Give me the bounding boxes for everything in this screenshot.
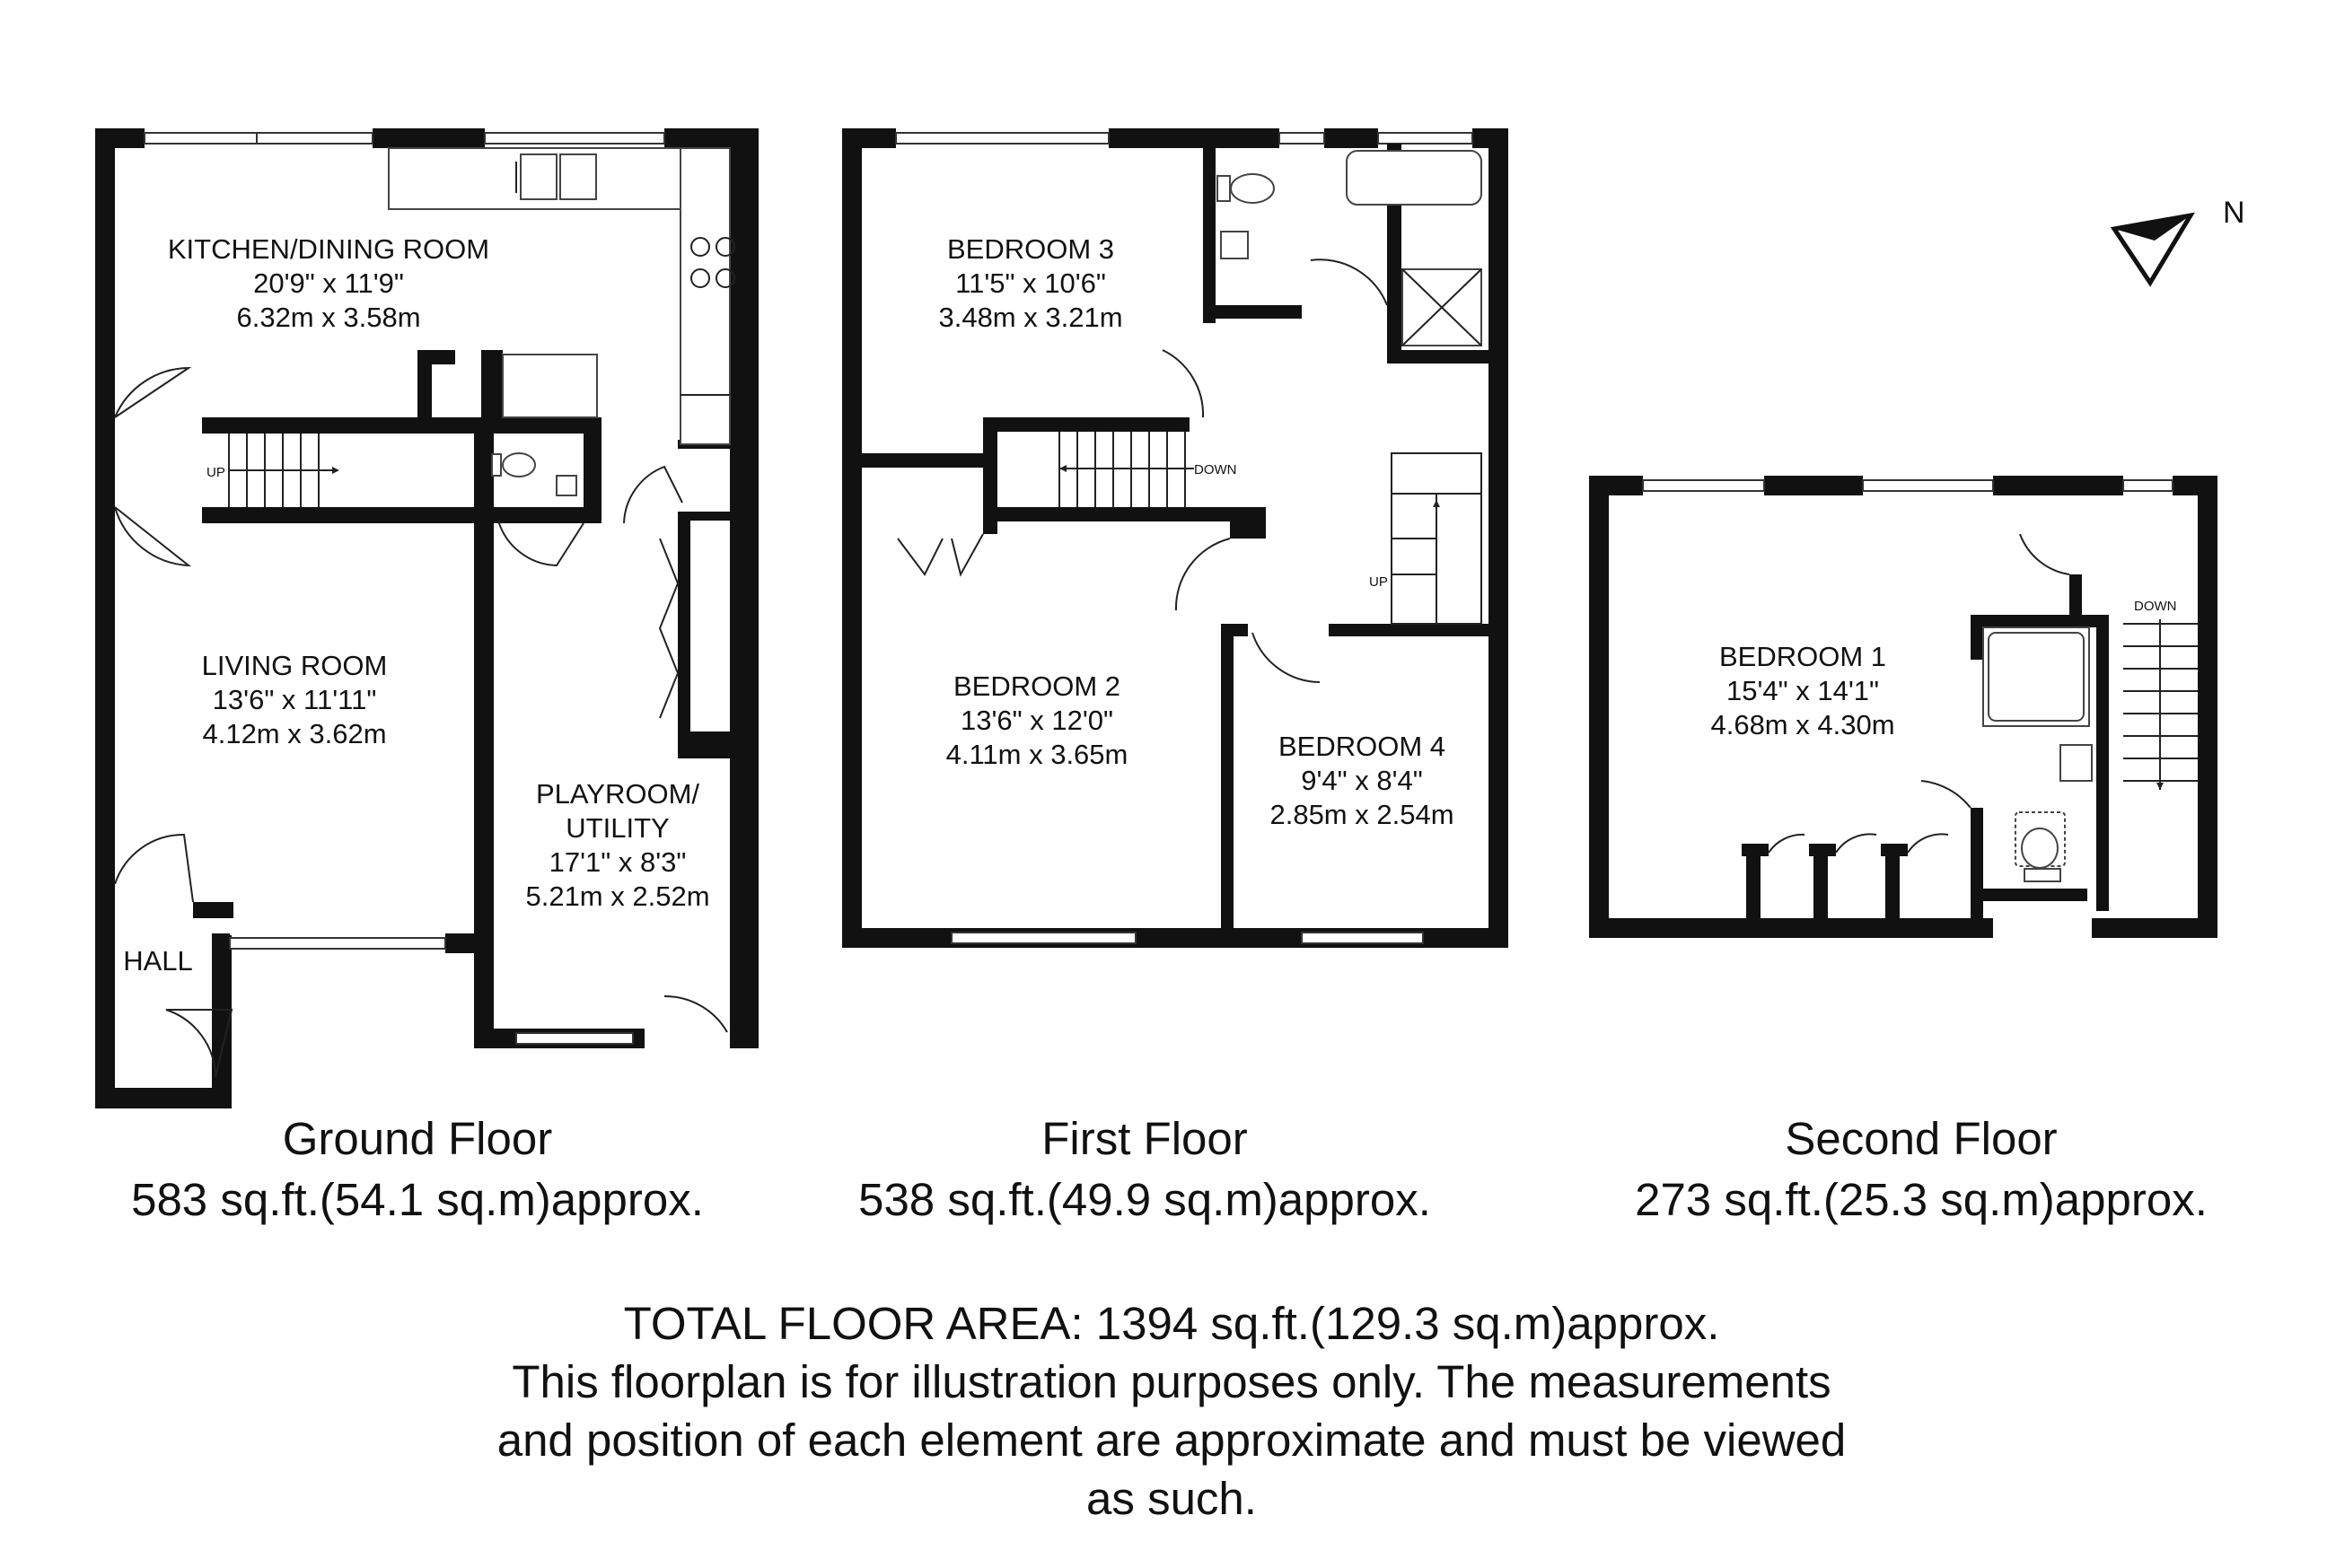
playroom-size-metric: 5.21m x 2.52m: [525, 880, 709, 912]
playroom-label-2: UTILITY: [566, 812, 669, 844]
bedroom-1-size-metric: 4.68m x 4.30m: [1710, 709, 1894, 740]
north-arrow-icon: [2110, 212, 2195, 287]
ground-floor-plan: [95, 128, 759, 1108]
bedroom-2-size-metric: 4.11m x 3.65m: [946, 739, 1128, 770]
bedroom-1-label: BEDROOM 1: [1719, 641, 1886, 672]
bedroom-4-size-imperial: 9'4" x 8'4": [1301, 765, 1423, 796]
bedroom-4-size-metric: 2.85m x 2.54m: [1269, 799, 1453, 830]
second-floor-caption: Second Floor 273 sq.ft.(25.3 sq.m)approx…: [1580, 1108, 2262, 1231]
playroom-label: PLAYROOM/: [536, 778, 699, 810]
second-floor-title: Second Floor: [1785, 1113, 2058, 1164]
second-stairs-label: DOWN: [2134, 599, 2177, 614]
hall-label: HALL: [123, 945, 193, 977]
living-room-size-metric: 4.12m x 3.62m: [202, 718, 386, 749]
disclaimer-line-1: This floorplan is for illustration purpo…: [512, 1356, 1831, 1407]
living-room-size-imperial: 13'6" x 11'11": [213, 684, 377, 715]
first-floor-plan: [842, 128, 1508, 948]
bedroom-1-size-imperial: 15'4" x 14'1": [1726, 675, 1879, 706]
first-stairs-up: [1391, 452, 1482, 625]
living-room-label: LIVING ROOM: [202, 650, 388, 681]
ground-stairs-label: UP: [206, 465, 225, 480]
ground-stairs: [228, 434, 339, 507]
bedroom-2-label: BEDROOM 2: [953, 670, 1120, 702]
first-stairs-down: [1058, 432, 1194, 507]
ground-floor-area: 583 sq.ft.(54.1 sq.m)approx.: [131, 1174, 704, 1225]
kitchen-label: KITCHEN/DINING ROOM: [168, 233, 489, 265]
first-stairs-up-label: UP: [1369, 574, 1388, 590]
ground-floor-caption: Ground Floor 583 sq.ft.(54.1 sq.m)approx…: [72, 1108, 763, 1231]
bedroom-3-label: BEDROOM 3: [947, 233, 1114, 265]
bedroom-2-size-imperial: 13'6" x 12'0": [961, 705, 1113, 736]
bedroom-3-size-metric: 3.48m x 3.21m: [938, 302, 1122, 333]
bedroom-4-label: BEDROOM 4: [1278, 731, 1445, 762]
first-stairs-down-label: DOWN: [1194, 462, 1237, 477]
footer-notes: TOTAL FLOOR AREA: 1394 sq.ft.(129.3 sq.m…: [341, 1294, 2002, 1528]
first-floor-title: First Floor: [1041, 1113, 1248, 1164]
disclaimer-line-3: as such.: [1086, 1473, 1257, 1524]
compass-label: N: [2223, 196, 2245, 230]
bedroom-3-size-imperial: 11'5" x 10'6": [955, 267, 1106, 299]
disclaimer-line-2: and position of each element are approxi…: [496, 1415, 1847, 1466]
ground-floor-title: Ground Floor: [282, 1113, 553, 1164]
first-floor-area: 538 sq.ft.(49.9 sq.m)approx.: [858, 1174, 1431, 1225]
second-floor-area: 273 sq.ft.(25.3 sq.m)approx.: [1635, 1174, 2208, 1225]
kitchen-size-imperial: 20'9" x 11'9": [253, 267, 404, 299]
total-floor-area: TOTAL FLOOR AREA: 1394 sq.ft.(129.3 sq.m…: [623, 1298, 1720, 1349]
second-stairs-down: [2123, 619, 2198, 790]
kitchen-size-metric: 6.32m x 3.58m: [236, 302, 420, 333]
first-floor-caption: First Floor 538 sq.ft.(49.9 sq.m)approx.: [799, 1108, 1490, 1231]
playroom-size-imperial: 17'1" x 8'3": [549, 846, 687, 878]
second-floor-plan: [1589, 476, 2217, 938]
